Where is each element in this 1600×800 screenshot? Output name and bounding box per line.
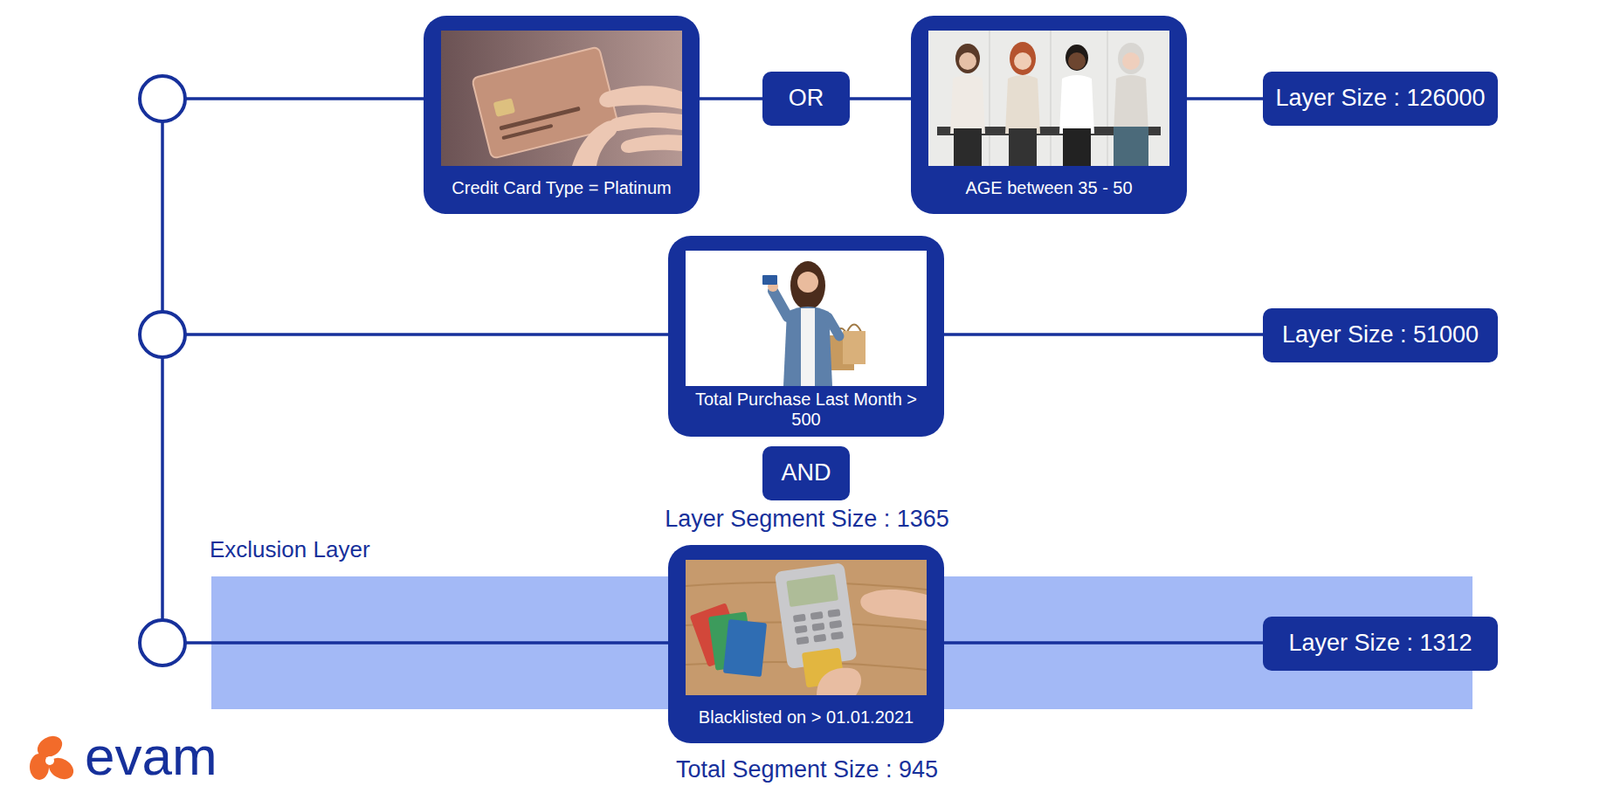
layer-heading: Exclusion Layer xyxy=(209,536,371,564)
connector-line xyxy=(944,332,1263,337)
label-box: AND xyxy=(762,446,850,501)
woman-four xyxy=(1113,42,1149,166)
label-box: OR xyxy=(762,71,850,126)
image-condition-box: Credit Card Type = Platinum xyxy=(423,15,700,214)
shopper xyxy=(762,261,840,387)
woman-three xyxy=(1059,44,1095,166)
logo-mark xyxy=(29,731,77,784)
connector-line xyxy=(1186,96,1263,101)
connector-line xyxy=(944,641,1263,645)
layer-circles xyxy=(139,75,186,666)
connector-line xyxy=(699,96,763,101)
condition-text: OR xyxy=(788,84,825,112)
shopper-photo xyxy=(685,250,927,387)
hands xyxy=(816,589,927,696)
image-condition-box: Total Purchase Last Month > 500 xyxy=(668,235,945,437)
card-photo xyxy=(441,30,683,166)
group-photo xyxy=(928,30,1170,166)
condition-text: Blacklisted on > 01.01.2021 xyxy=(685,707,927,728)
woman-one xyxy=(950,43,986,166)
caption-area: Blacklisted on > 01.01.2021 xyxy=(685,695,927,737)
label-box: Layer Size : 51000 xyxy=(1262,308,1498,363)
condition-text: Total Purchase Last Month > 500 xyxy=(685,389,927,430)
label-box: Layer Size : 1312 xyxy=(1262,616,1498,671)
logo-text: evam xyxy=(84,729,218,784)
segment-size-label: Layer Segment Size : 1365 xyxy=(664,504,950,533)
condition-text: AGE between 35 - 50 xyxy=(928,178,1170,199)
segment-size-label: Total Segment Size : 945 xyxy=(675,755,938,784)
caption-area: AGE between 35 - 50 xyxy=(928,165,1170,207)
label-box: Layer Size : 126000 xyxy=(1262,71,1498,126)
condition-text: Layer Size : 1312 xyxy=(1288,629,1472,657)
condition-text: Credit Card Type = Platinum xyxy=(441,178,683,199)
cards xyxy=(689,602,767,677)
caption-area: Credit Card Type = Platinum xyxy=(441,165,683,207)
hand-shape xyxy=(572,85,683,166)
condition-text: AND xyxy=(780,459,831,487)
image-condition-box: Blacklisted on > 01.01.2021 xyxy=(668,544,945,744)
image-condition-box: AGE between 35 - 50 xyxy=(910,15,1187,214)
woman-two xyxy=(1005,41,1041,166)
condition-text: Layer Size : 126000 xyxy=(1275,84,1485,112)
connector-line xyxy=(849,96,911,101)
caption-area: Total Purchase Last Month > 500 xyxy=(685,386,927,430)
condition-text: Layer Size : 51000 xyxy=(1282,321,1479,349)
terminal-photo xyxy=(685,559,927,696)
